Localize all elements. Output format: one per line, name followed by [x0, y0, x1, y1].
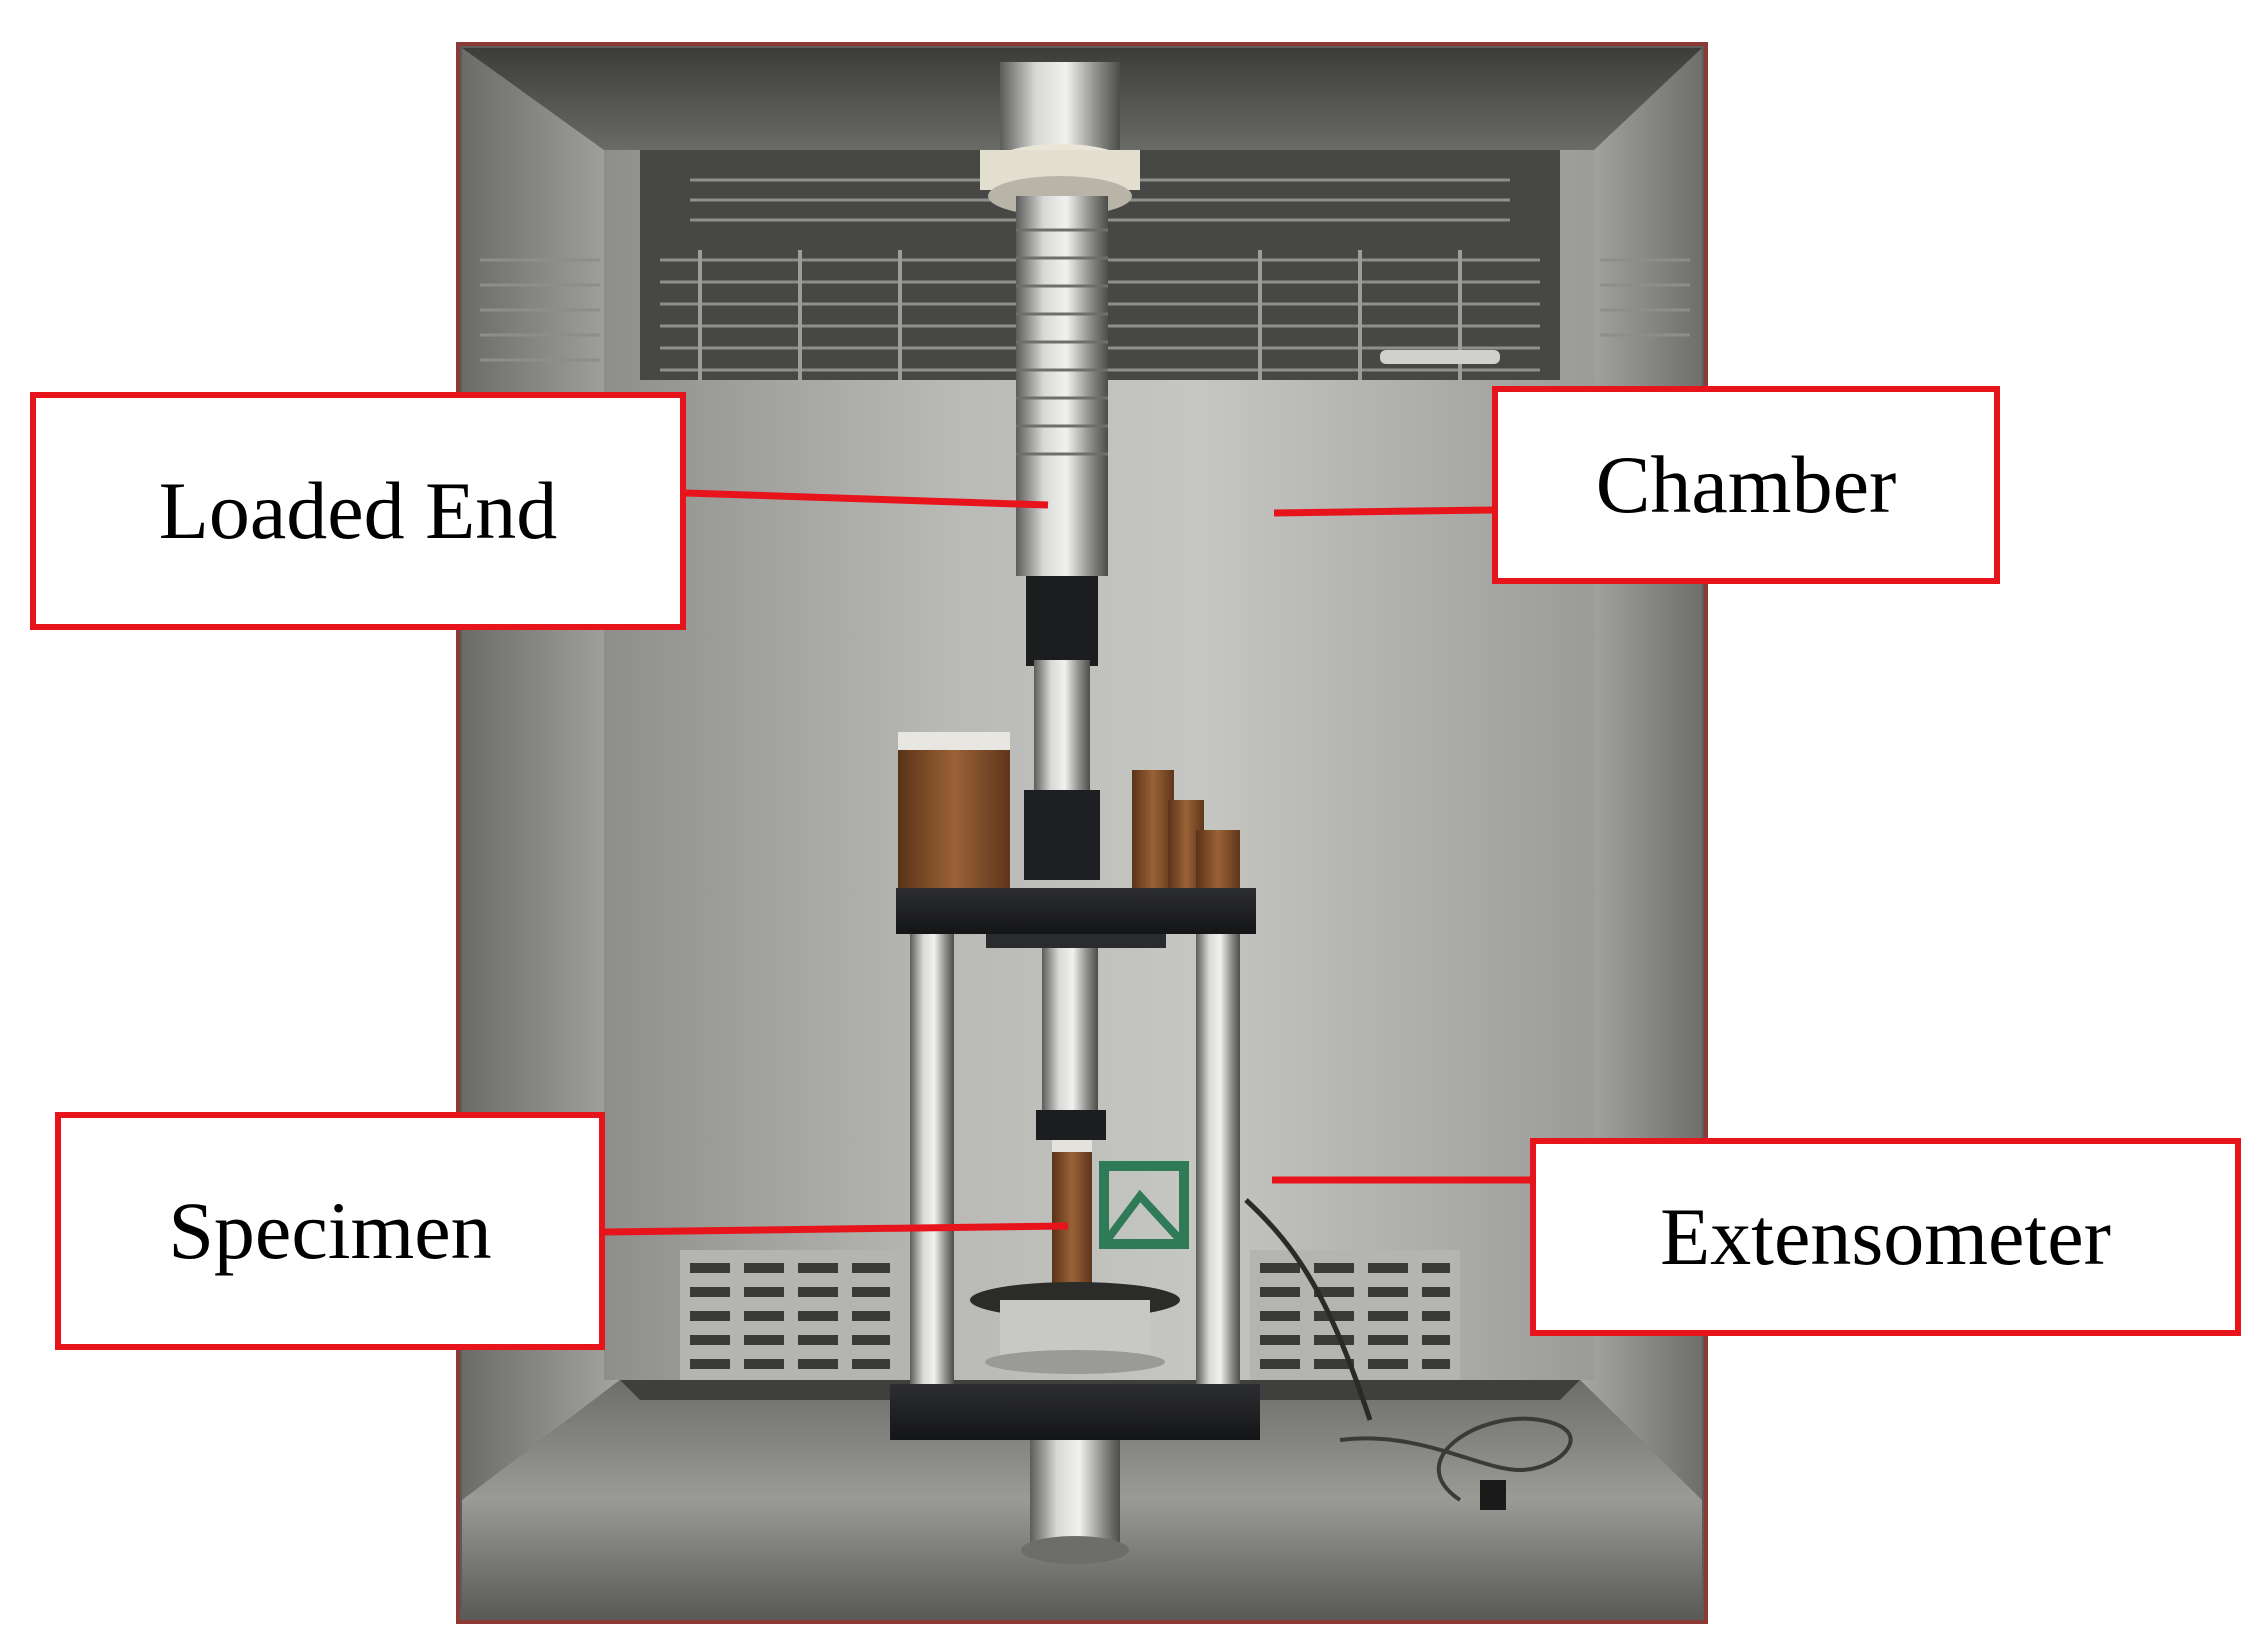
callout-loaded-end: Loaded End [30, 392, 686, 630]
callout-extensometer: Extensometer [1530, 1138, 2241, 1336]
callout-label-loaded-end: Loaded End [158, 465, 558, 556]
callout-label-chamber: Chamber [1595, 439, 1897, 530]
callout-label-specimen: Specimen [168, 1185, 492, 1276]
callout-specimen: Specimen [55, 1112, 605, 1350]
callout-label-extensometer: Extensometer [1660, 1191, 2111, 1282]
callout-chamber: Chamber [1492, 386, 2000, 584]
